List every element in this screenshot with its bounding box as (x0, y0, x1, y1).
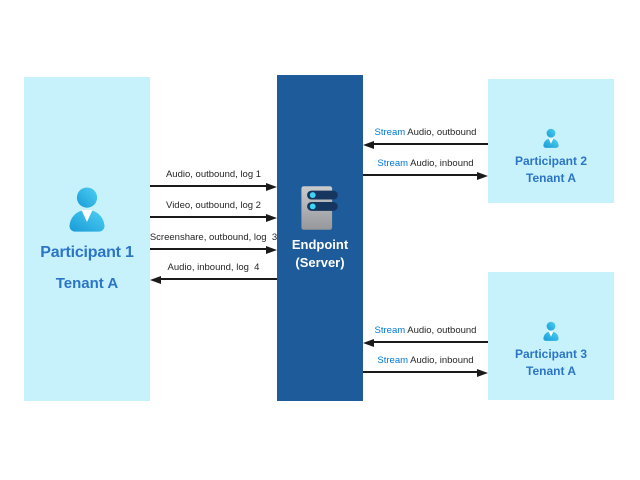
flow-label: Stream Audio, outbound (374, 325, 477, 336)
arrow-line (150, 184, 268, 187)
person-icon (543, 321, 559, 341)
endpoint-title: Endpoint (291, 236, 349, 252)
person-icon (69, 187, 105, 232)
arrow-line (159, 277, 277, 280)
flow-arrow-p3-stream-audio-inbound: Stream Audio, inbound (363, 355, 488, 377)
participant1-name: Participant 1 (40, 244, 134, 261)
arrow-line (150, 215, 268, 218)
flow-label: Audio, outbound, log 1 (165, 169, 262, 180)
participant3-tenant: Tenant A (526, 363, 576, 378)
arrow-line (150, 247, 268, 250)
participant2-tenant: Tenant A (526, 170, 576, 185)
participant1-tenant: Tenant A (55, 275, 119, 292)
arrow-line (372, 142, 488, 145)
flow-arrow-video-outbound: Video, outbound, log 2 (150, 200, 277, 222)
participant3-box: Participant 3 Tenant A (488, 272, 614, 400)
arrow-line (372, 340, 488, 343)
flow-label: Stream Audio, inbound (377, 158, 474, 169)
flow-arrow-screenshare-outbound: Screenshare, outbound, log 3 (150, 232, 277, 254)
arrowhead-right-icon (266, 245, 277, 254)
server-icon (301, 185, 338, 230)
flow-arrow-p2-stream-audio-outbound: Stream Audio, outbound (363, 127, 488, 149)
arrowhead-left-icon (150, 275, 161, 284)
arrowhead-right-icon (266, 182, 277, 191)
flow-label: Stream Audio, inbound (377, 355, 474, 366)
flow-label: Stream Audio, outbound (374, 127, 477, 138)
flow-arrow-p2-stream-audio-inbound: Stream Audio, inbound (363, 158, 488, 180)
flow-arrow-audio-inbound: Audio, inbound, log 4 (150, 262, 277, 284)
stream-word: Stream (377, 355, 409, 366)
stream-word: Stream (374, 127, 406, 138)
participant2-name: Participant 2 (514, 153, 588, 168)
participant1-box: Participant 1 Tenant A (24, 77, 150, 401)
flow-label: Audio, inbound, log 4 (167, 262, 260, 273)
arrow-line (363, 370, 479, 373)
arrowhead-right-icon (266, 213, 277, 222)
stream-word: Stream (374, 325, 406, 336)
flow-arrow-audio-outbound: Audio, outbound, log 1 (150, 169, 277, 191)
endpoint-subtitle: (Server) (295, 254, 345, 270)
arrow-line (363, 173, 479, 176)
flow-label: Video, outbound, log 2 (166, 200, 261, 211)
arrowhead-left-icon (363, 140, 374, 149)
stream-word: Stream (377, 158, 409, 169)
person-icon (543, 128, 559, 148)
endpoint-box: Endpoint (Server) (277, 75, 363, 401)
flow-arrow-p3-stream-audio-outbound: Stream Audio, outbound (363, 325, 488, 347)
flow-label: Screenshare, outbound, log 3 (149, 232, 278, 243)
arrowhead-right-icon (477, 171, 488, 180)
arrowhead-left-icon (363, 338, 374, 347)
arrowhead-right-icon (477, 368, 488, 377)
participant3-name: Participant 3 (514, 346, 588, 361)
participant2-box: Participant 2 Tenant A (488, 79, 614, 203)
